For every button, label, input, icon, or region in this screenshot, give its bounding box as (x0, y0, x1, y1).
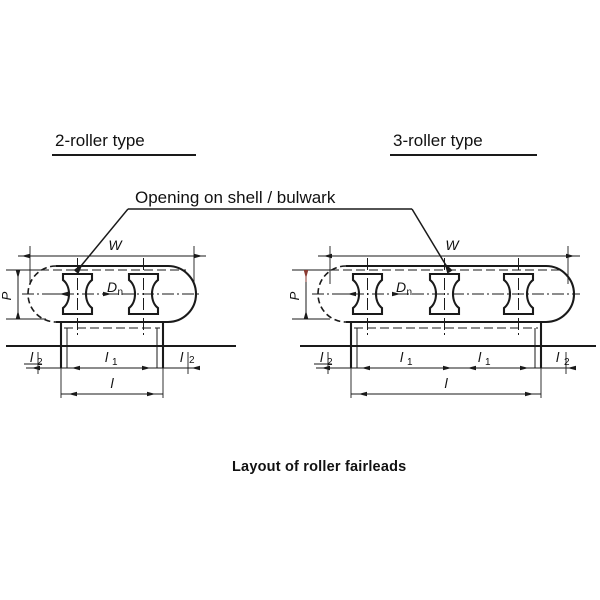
dim-overall-l-two-roller: l (61, 375, 163, 397)
heading-text-three-roller: 3-roller type (393, 131, 483, 150)
overall-label-l-3: l (444, 375, 448, 391)
dim-label-dn-sub-3: n (407, 287, 413, 298)
seg-label-l2-left: l (30, 349, 34, 365)
dim-W-three-roller: W (318, 237, 580, 284)
seg-label-l1a-3: l (400, 349, 404, 365)
seg-label-l1b-3: l (478, 349, 482, 365)
seg-label-l1: l (105, 349, 109, 365)
seg-label-l1b-sub-3: 1 (485, 357, 491, 368)
body-right-round-end (167, 264, 198, 324)
roller-profile-2 (127, 272, 160, 316)
dim-segments-three-roller: l 2 l 1 l 1 l 2 (314, 346, 576, 398)
figure-caption: Layout of roller fairleads (232, 459, 406, 475)
dim-Dn-two-roller: D n (52, 279, 123, 298)
seg-label-l2-right-sub: 2 (189, 355, 195, 366)
dim-label-p-3: P (287, 291, 302, 300)
dim-P-three-roller: P (287, 269, 330, 320)
dim-Dn-three-roller: D n (340, 279, 412, 298)
roller-profile-3-3 (502, 272, 535, 316)
dim-label-dn: D (107, 279, 117, 295)
callout-leader-right (411, 208, 453, 274)
seg-label-l2-left-3: l (320, 349, 324, 365)
dim-label-w: W (108, 237, 123, 253)
dim-label-p: P (0, 291, 14, 300)
dim-W-two-roller: W (18, 237, 206, 284)
seg-label-l2-right-sub-3: 2 (564, 357, 570, 368)
panel-three-roller: W P (287, 237, 596, 398)
dim-label-dn-3: D (396, 279, 406, 295)
seg-label-l2-left-sub-3: 2 (327, 357, 333, 368)
seg-label-l1a-sub-3: 1 (407, 357, 413, 368)
callout-leader-left (73, 208, 129, 274)
seg-label-l2-right-3: l (556, 349, 560, 365)
overall-label-l: l (110, 375, 114, 391)
roller-profile-1 (61, 272, 94, 316)
dim-label-w-3: W (445, 237, 460, 253)
panel-heading-two-roller: 2-roller type (52, 131, 196, 157)
dim-P-two-roller: P (0, 269, 46, 320)
dim-segments-two-roller: l 2 l 1 l 2 (24, 346, 200, 398)
dim-overall-l-three-roller: l (351, 375, 541, 397)
callout-opening-on-shell: Opening on shell / bulwark (73, 188, 453, 274)
seg-label-l2-right: l (180, 349, 184, 365)
panel-heading-three-roller: 3-roller type (390, 131, 537, 157)
heading-text-two-roller: 2-roller type (55, 131, 145, 150)
seg-label-l2-left-sub: 2 (37, 357, 43, 368)
dim-label-dn-sub: n (118, 287, 124, 298)
roller-profile-2-3 (428, 272, 461, 316)
roller-profile-1-3 (351, 272, 384, 316)
panel-two-roller: W P (0, 237, 236, 398)
callout-label: Opening on shell / bulwark (135, 188, 336, 207)
seg-label-l1-sub: 1 (112, 357, 118, 368)
